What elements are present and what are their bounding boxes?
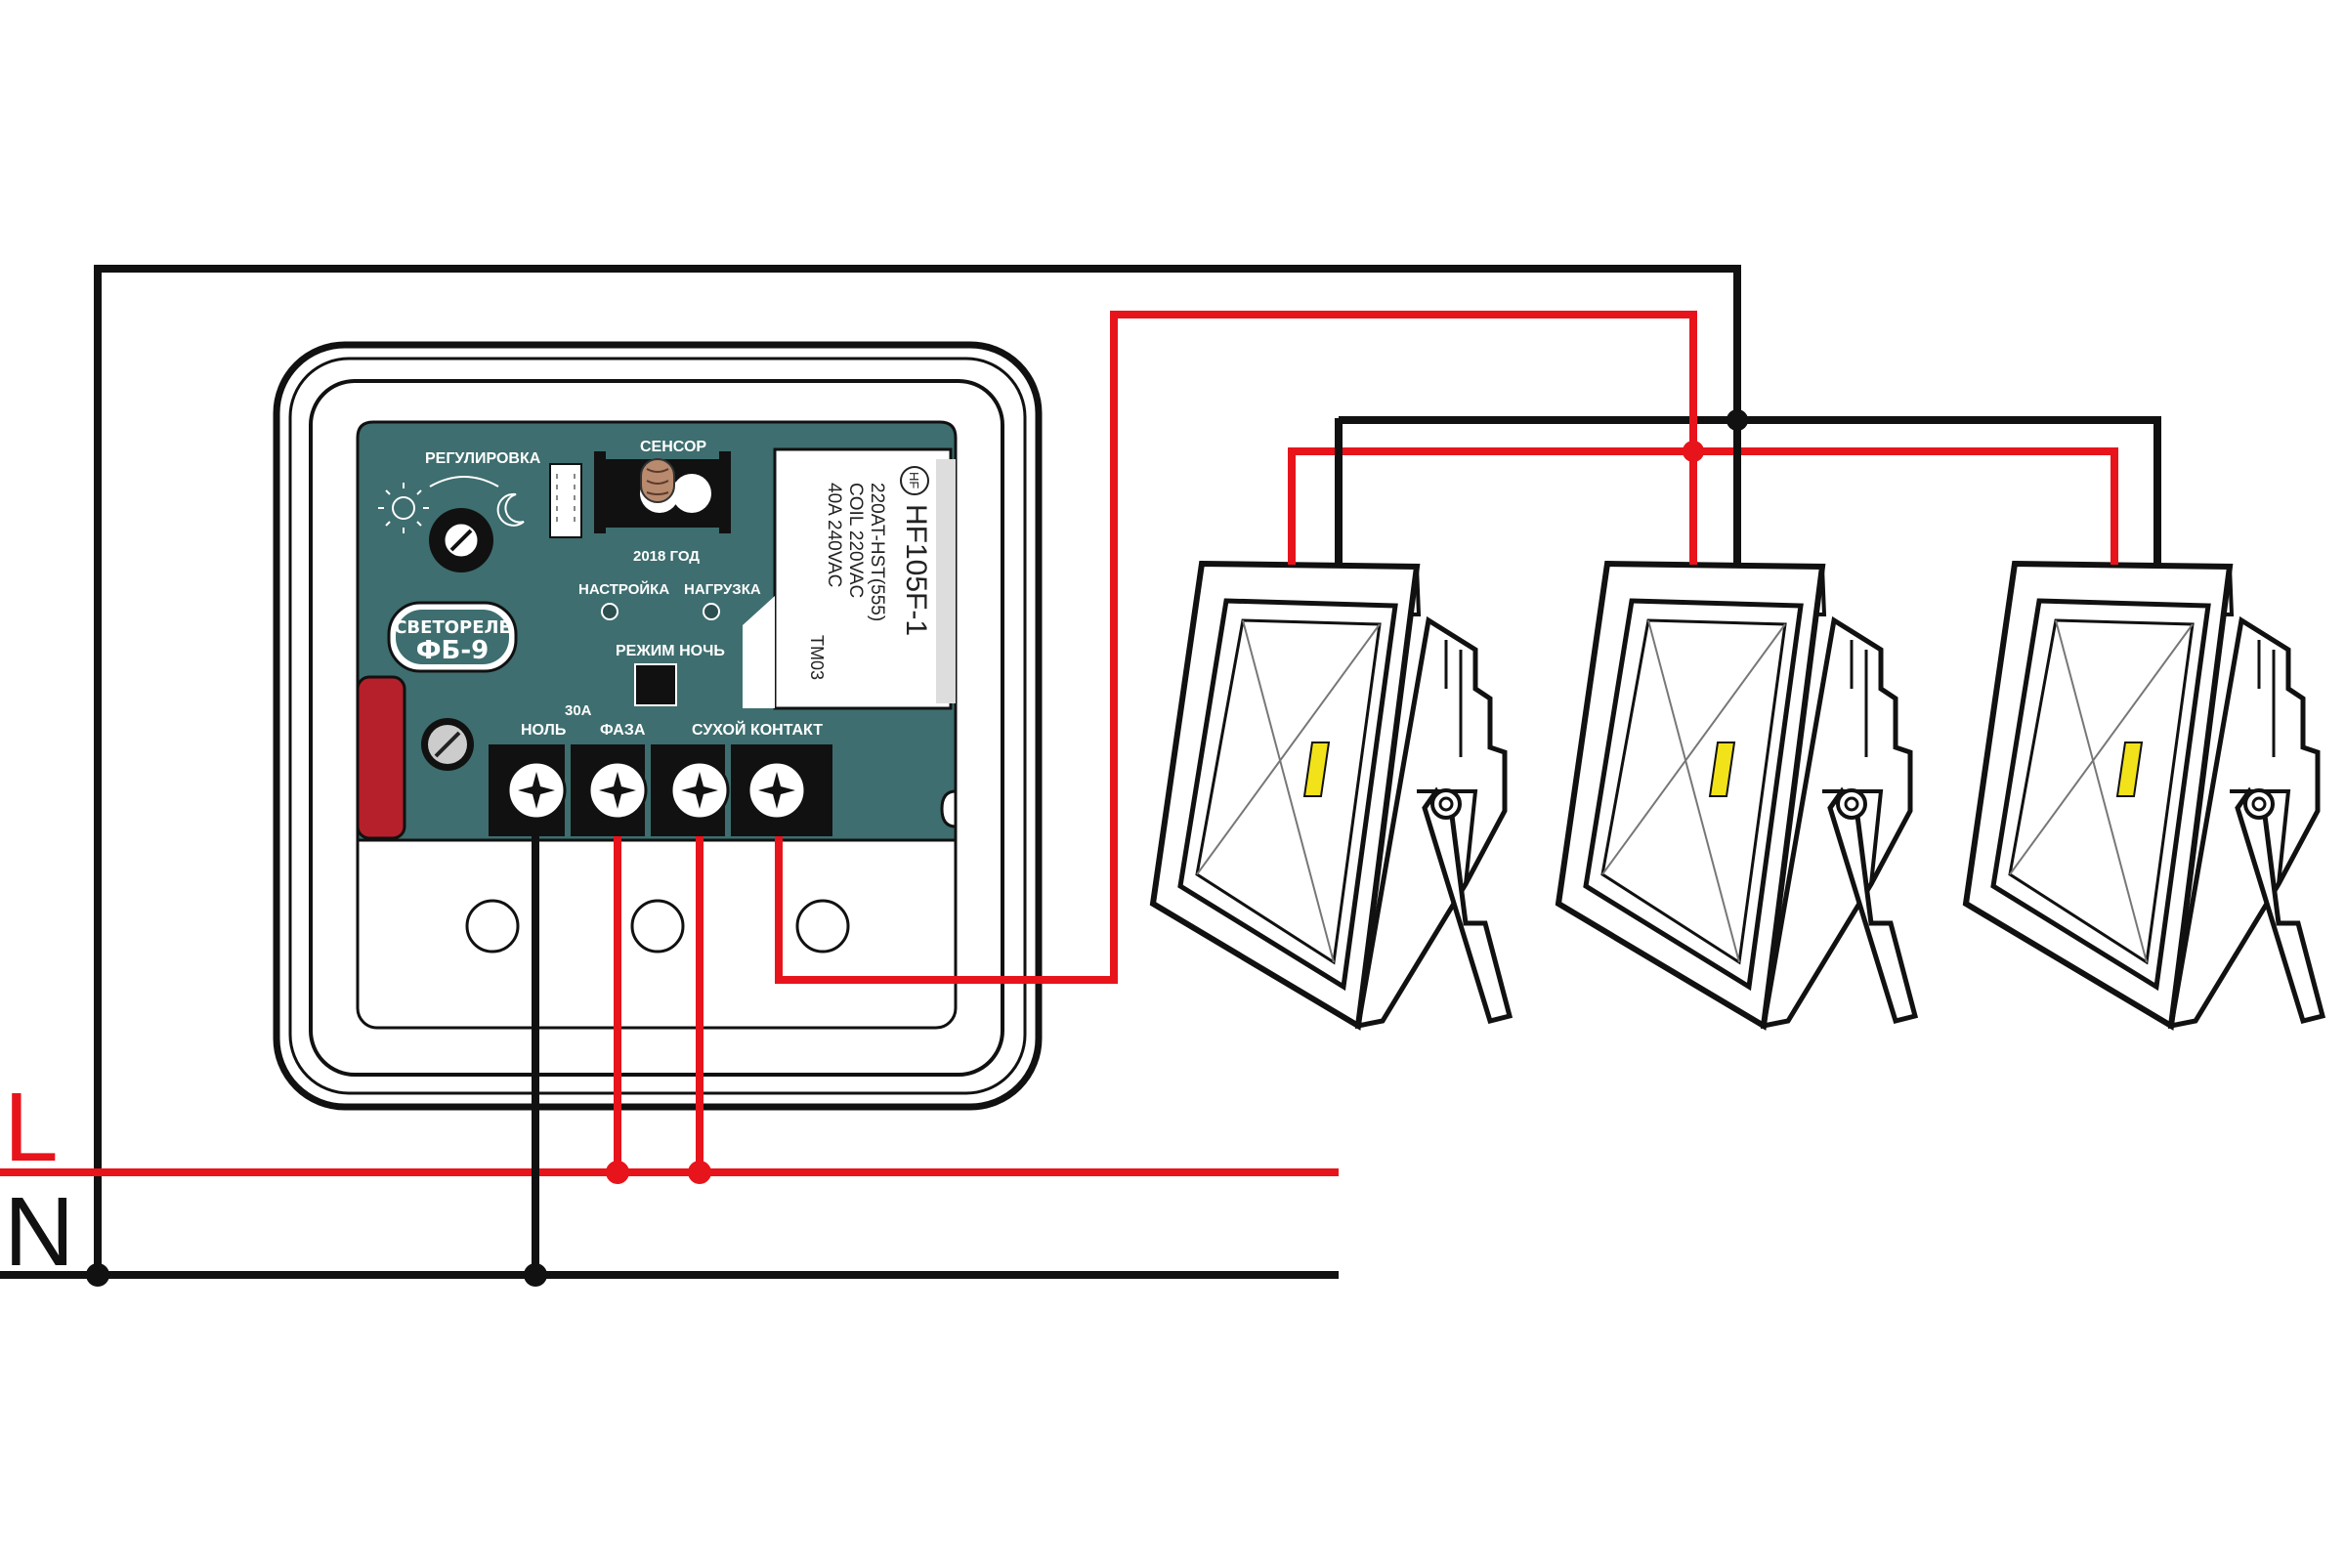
connector-icon (549, 463, 582, 538)
adjust-arrow-icon (429, 476, 499, 487)
moon-icon (496, 492, 525, 527)
relay-logo: HF (907, 472, 921, 488)
setting-led (601, 603, 618, 620)
led-chip (1708, 742, 1736, 797)
relay-model: HF105F-1 (900, 504, 932, 636)
terminal-label-dry-contact: СУХОЙ КОНТАКТ (692, 720, 823, 739)
knockout-hole-2 (630, 899, 685, 954)
load-led (703, 603, 720, 620)
floodlights (1149, 560, 2326, 1031)
terminal-label-neutral: НОЛЬ (521, 722, 566, 739)
terminal-screw-phase-1 (587, 760, 648, 821)
year-label: 2018 ГОД (633, 548, 700, 565)
junction-n-lamps-redraw (1727, 409, 1748, 431)
knockout-hole-1 (465, 899, 520, 954)
brand-line1: СВЕТОРЕЛЕ (394, 617, 511, 638)
setting-label: НАСТРОЙКА (578, 580, 669, 598)
bracket (1827, 786, 1919, 1025)
floodlight-body (1962, 560, 2326, 1031)
bracket (1422, 786, 1514, 1025)
amps-label: 30А (565, 702, 592, 719)
light-relay-device: HF HF105F-1 220AT-HST(555) COIL 220VAC 4… (273, 341, 1043, 1111)
floodlight-3 (1962, 560, 2326, 1031)
terminal-screw-phase-2 (669, 760, 730, 821)
floodlight-2 (1555, 560, 1919, 1031)
wire-output-lamp-bus (1288, 447, 2118, 562)
night-mode-label: РЕЖИМ НОЧЬ (616, 643, 725, 659)
relay-logo-icon (900, 466, 929, 495)
load-label: НАГРУЗКА (684, 581, 761, 598)
night-mode-button[interactable] (634, 663, 677, 706)
terminal-screw-neutral (506, 760, 567, 821)
floodlight-body (1555, 560, 1919, 1031)
terminal-screw-output (746, 760, 807, 821)
junction-n-outer (86, 1263, 109, 1287)
sun-icon (378, 483, 429, 533)
relay-line3: 40A 240VAC (824, 483, 844, 587)
relay-line1: 220AT-HST(555) (867, 483, 887, 621)
junction-output-redraw (1683, 441, 1704, 462)
mount-screw (421, 718, 474, 771)
varistor (356, 675, 406, 840)
brand-line2: ФБ-9 (416, 636, 489, 665)
sensor-label: СЕНСОР (640, 439, 706, 455)
floodlight-body (1149, 560, 1514, 1031)
relay-line2: COIL 220VAC (845, 483, 866, 598)
label-L: L (4, 1073, 59, 1182)
relay: HF HF105F-1 220AT-HST(555) COIL 220VAC 4… (743, 447, 956, 710)
label-N: N (4, 1177, 74, 1287)
sensitivity-knob[interactable] (429, 508, 493, 572)
terminal-label-phase: ФАЗА (600, 722, 646, 739)
floodlight-1 (1149, 560, 1514, 1031)
regulation-label: РЕГУЛИРОВКА (425, 450, 541, 467)
photo-sensor (594, 451, 731, 533)
bracket (2235, 786, 2326, 1025)
terminal-block (489, 744, 832, 836)
led-chip (1302, 742, 1331, 797)
knockout-hole-3 (795, 899, 850, 954)
relay-code: TM03 (807, 635, 827, 680)
brand-badge: СВЕТОРЕЛЕ ФБ-9 (387, 601, 518, 673)
led-chip (2115, 742, 2144, 797)
